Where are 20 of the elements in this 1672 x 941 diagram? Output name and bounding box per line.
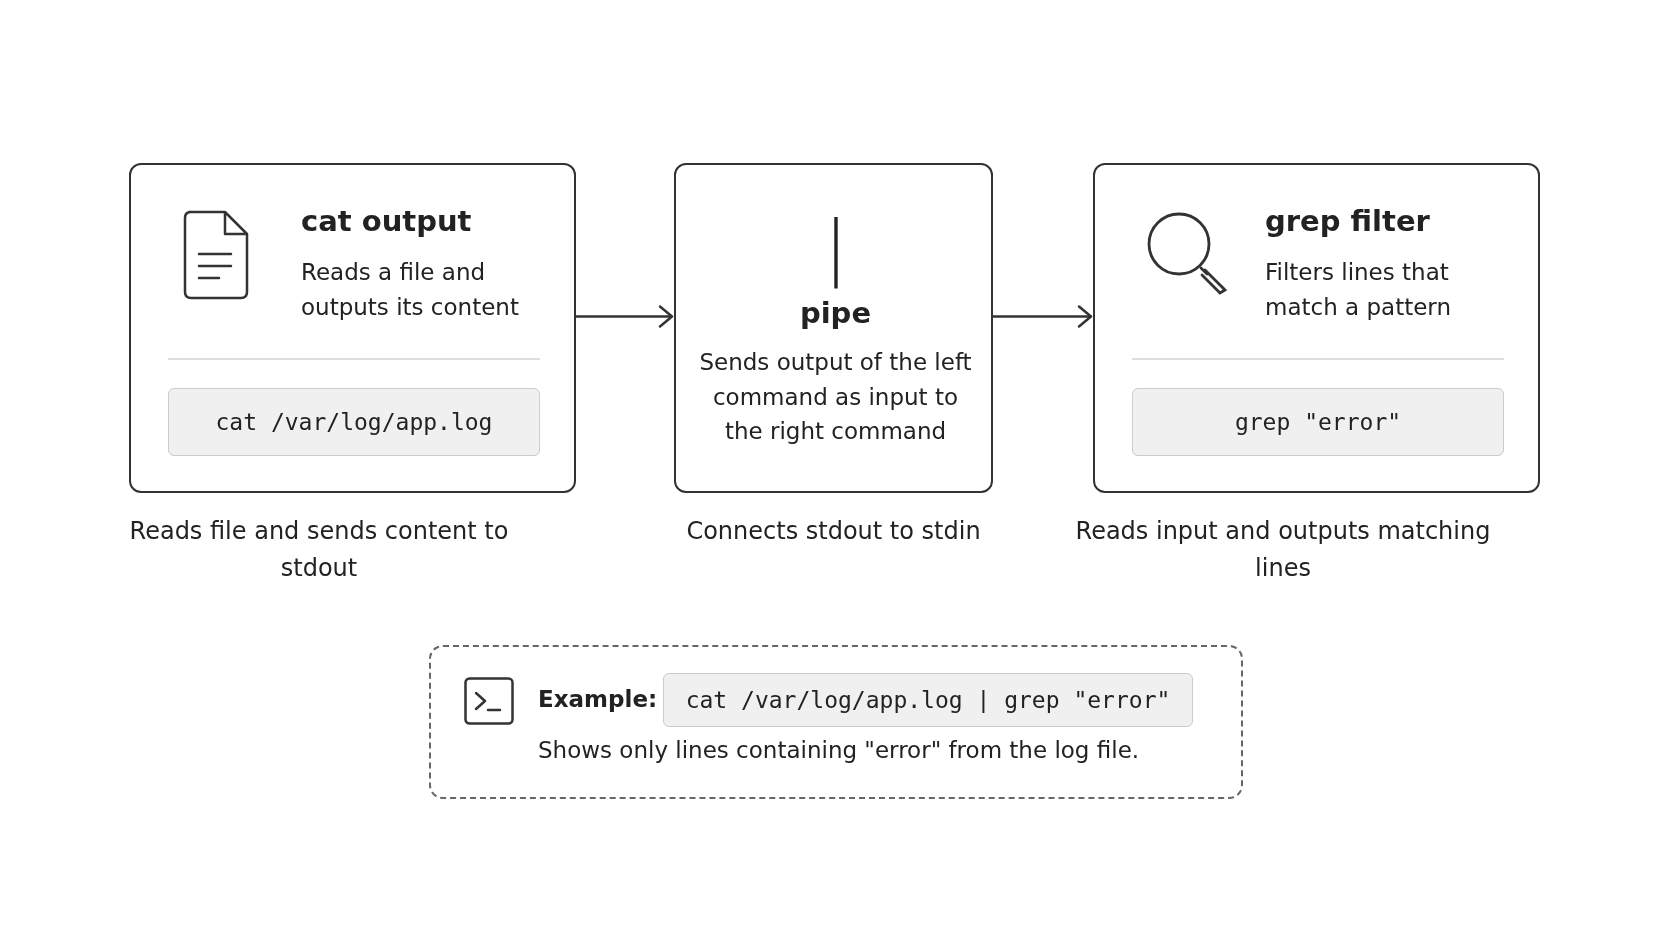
process-box	[674, 163, 993, 493]
node-title: grep filter	[1265, 203, 1431, 240]
example-label: Example:	[538, 684, 658, 714]
description-text: Reads a file and outputs its content	[301, 258, 520, 322]
arrow	[576, 305, 674, 328]
example-panel	[429, 645, 1243, 799]
process-box	[1093, 163, 1540, 493]
arrow	[993, 305, 1093, 328]
node-title: cat output	[301, 203, 473, 240]
caption-text: Connects stdout to stdin	[685, 516, 982, 547]
description-text: Filters lines that match a pattern	[1265, 258, 1452, 322]
description-text: Sends output of the left command as input to the right command	[698, 348, 973, 446]
process-box	[129, 163, 576, 493]
caption-text: Reads file and sends content to stdout	[128, 516, 510, 585]
caption-text: Reads input and outputs matching lines	[1074, 516, 1492, 585]
code-snippet: grep "error"	[1132, 388, 1504, 456]
description-text: Shows only lines containing "error" from the log file.	[538, 736, 1141, 765]
node-title: pipe	[798, 295, 873, 332]
code-snippet: cat /var/log/app.log | grep "error"	[663, 673, 1193, 727]
code-snippet: cat /var/log/app.log	[168, 388, 540, 456]
